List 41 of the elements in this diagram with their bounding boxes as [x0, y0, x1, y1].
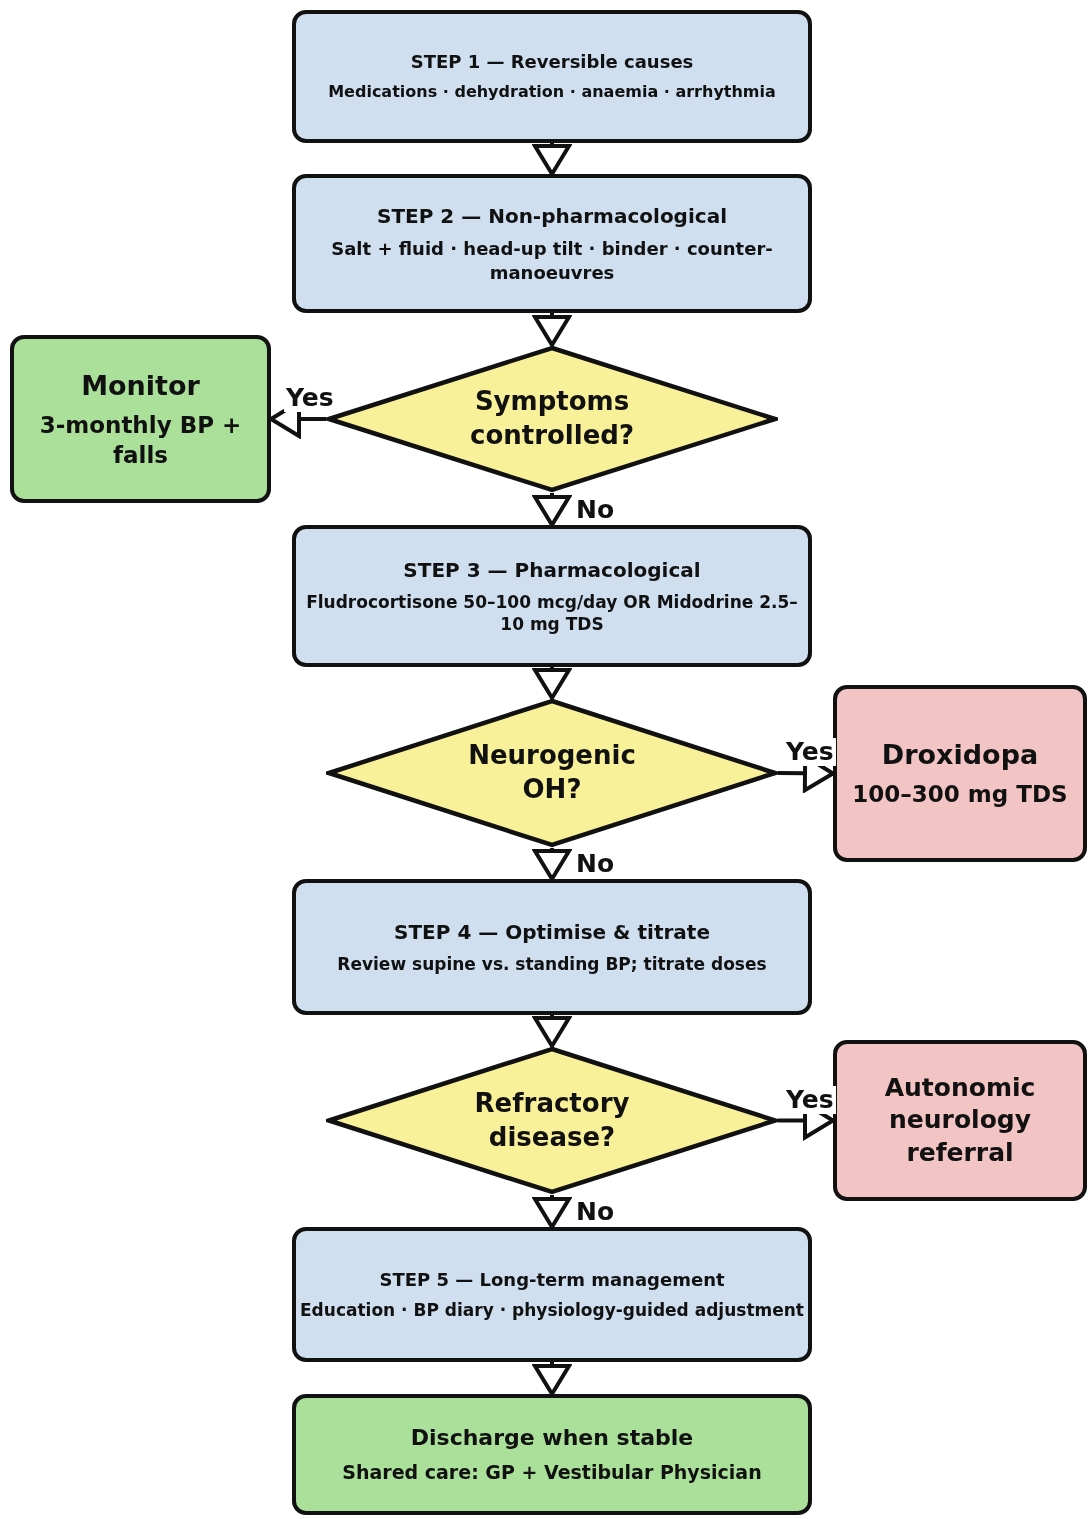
- decision-diamond: [326, 1046, 778, 1195]
- arrow: [533, 1362, 571, 1396]
- edge-label: Yes: [784, 1086, 836, 1114]
- arrow: [533, 1015, 571, 1048]
- terminal-box: [833, 685, 1087, 862]
- terminal-box: [833, 1040, 1087, 1201]
- process-box: [292, 879, 812, 1015]
- box-heading: Autonomic neurology referral: [883, 1071, 1037, 1169]
- decision-question: Symptoms controlled?: [468, 385, 636, 452]
- edge-label: Yes: [784, 738, 836, 766]
- arrow: [533, 1195, 571, 1229]
- arrow: [533, 313, 571, 347]
- terminal-box: [292, 1394, 812, 1515]
- box-heading: STEP 2 — Non-pharmacological: [377, 203, 727, 230]
- box-heading: Monitor: [81, 368, 200, 403]
- arrow: [533, 848, 571, 881]
- decision-question: Refractory disease?: [473, 1086, 631, 1154]
- box-heading: Droxidopa: [881, 738, 1039, 772]
- box-body-text: Fludrocortisone 50–100 mcg/day OR Midodrine 2.5–10 mg TDS: [305, 590, 799, 636]
- box-heading: STEP 1 — Reversible causes: [410, 50, 694, 74]
- box-heading: Discharge when stable: [410, 1423, 694, 1452]
- box-body-text: Salt + fluid · head-up tilt · binder · counter-manoeuvres: [330, 237, 774, 284]
- arrow: [533, 493, 571, 527]
- box-heading: STEP 4 — Optimise & titrate: [394, 918, 710, 945]
- process-box: [292, 525, 812, 667]
- process-box: [292, 1227, 812, 1362]
- box-body-text: Education · BP diary · physiology-guided adjustment: [300, 1299, 804, 1322]
- process-box: [292, 10, 812, 143]
- decision-diamond: [326, 698, 778, 848]
- box-body-text: 100–300 mg TDS: [852, 780, 1068, 810]
- box-body-text: 3-monthly BP + falls: [38, 410, 243, 470]
- process-box: [292, 174, 812, 313]
- arrow: [533, 143, 571, 176]
- box-heading: STEP 5 — Long-term management: [379, 1267, 725, 1292]
- box-body-text: Medications · dehydration · anaemia · arrhythmia: [328, 81, 776, 103]
- box-body-text: Review supine vs. standing BP; titrate doses: [337, 952, 767, 976]
- decision-question: Neurogenic OH?: [467, 739, 637, 806]
- arrow: [533, 667, 571, 700]
- box-body-text: Shared care: GP + Vestibular Physician: [342, 1460, 762, 1486]
- box-heading: STEP 3 — Pharmacological: [403, 556, 701, 583]
- terminal-box: [10, 335, 271, 503]
